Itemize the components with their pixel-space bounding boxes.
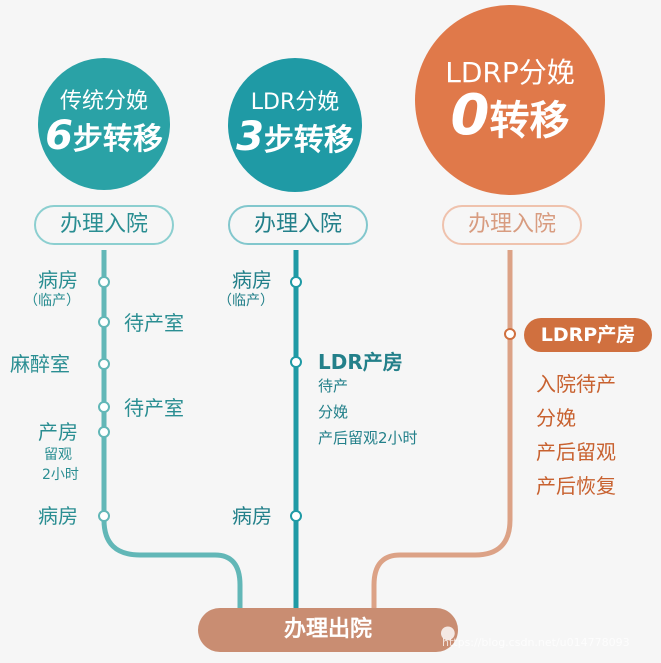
ldrp-circle: LDRP分娩 0转移 bbox=[415, 5, 605, 195]
ldr-steps: 3步转移 bbox=[236, 117, 354, 161]
watermark-icon: ● bbox=[440, 622, 456, 643]
ldrp-detail-4: 产后恢复 bbox=[536, 474, 616, 498]
traditional-circle: 传统分娩 6步转移 bbox=[38, 58, 170, 190]
traditional-count: 6 bbox=[45, 113, 73, 159]
ldr-circle: LDR分娩 3步转移 bbox=[228, 58, 362, 192]
ldr-count: 3 bbox=[236, 114, 264, 160]
ldr-step-2-detail-1: 待产 bbox=[318, 377, 349, 395]
node-1-4 bbox=[98, 401, 110, 413]
traditional-step-6-label: 病房 bbox=[38, 504, 78, 528]
traditional-flow-line bbox=[101, 250, 243, 612]
traditional-title: 传统分娩 bbox=[59, 89, 148, 114]
node-1-2 bbox=[98, 316, 110, 328]
ldrp-count-suffix: 转移 bbox=[489, 97, 570, 144]
watermark-text: https://blog.csdn.net/u014778093 bbox=[442, 636, 630, 649]
traditional-count-suffix: 步转移 bbox=[72, 122, 163, 157]
node-2-2 bbox=[290, 356, 302, 368]
ldr-count-suffix: 步转移 bbox=[263, 123, 354, 158]
ldrp-count: 0 bbox=[450, 82, 490, 148]
ldr-step-2-label: LDR产房 bbox=[318, 350, 403, 374]
ldr-title: LDR分娩 bbox=[250, 90, 340, 115]
node-1-5 bbox=[98, 426, 110, 438]
traditional-step-5-sub2: 2小时 bbox=[42, 467, 79, 483]
traditional-step-5-label: 产房 bbox=[38, 420, 78, 444]
traditional-step-2-label: 待产室 bbox=[124, 311, 184, 335]
traditional-steps: 6步转移 bbox=[45, 116, 163, 160]
ldr-step-1-sub: （临产） bbox=[218, 293, 274, 309]
node-3-1 bbox=[504, 328, 516, 340]
ldrp-admit-pill: 办理入院 bbox=[442, 205, 582, 245]
discharge-pill: 办理出院 bbox=[198, 608, 458, 652]
ldrp-flow-line bbox=[371, 250, 513, 612]
node-1-1 bbox=[98, 276, 110, 288]
ldr-admit-pill: 办理入院 bbox=[228, 205, 368, 245]
ldr-step-2-detail-3: 产后留观2小时 bbox=[318, 429, 418, 447]
ldr-step-2-detail-2: 分娩 bbox=[318, 403, 349, 421]
ldrp-room-badge: LDRP产房 bbox=[524, 318, 652, 352]
traditional-step-5-sub1: 留观 bbox=[44, 447, 72, 463]
traditional-admit-pill: 办理入院 bbox=[34, 205, 174, 245]
node-1-6 bbox=[98, 510, 110, 522]
ldrp-steps: 0转移 bbox=[451, 87, 570, 146]
ldr-step-1-label: 病房 bbox=[232, 268, 272, 292]
traditional-step-3-label: 麻醉室 bbox=[10, 352, 70, 376]
ldrp-detail-3: 产后留观 bbox=[536, 440, 616, 464]
node-2-3 bbox=[290, 510, 302, 522]
node-2-1 bbox=[290, 276, 302, 288]
traditional-step-1-sub: （临产） bbox=[24, 293, 80, 309]
traditional-step-1-label: 病房 bbox=[38, 268, 78, 292]
ldrp-detail-2: 分娩 bbox=[536, 406, 576, 430]
ldrp-title: LDRP分娩 bbox=[445, 55, 575, 89]
node-1-3 bbox=[98, 358, 110, 370]
traditional-step-4-label: 待产室 bbox=[124, 396, 184, 420]
ldrp-detail-1: 入院待产 bbox=[536, 372, 616, 396]
ldr-step-3-label: 病房 bbox=[232, 504, 272, 528]
